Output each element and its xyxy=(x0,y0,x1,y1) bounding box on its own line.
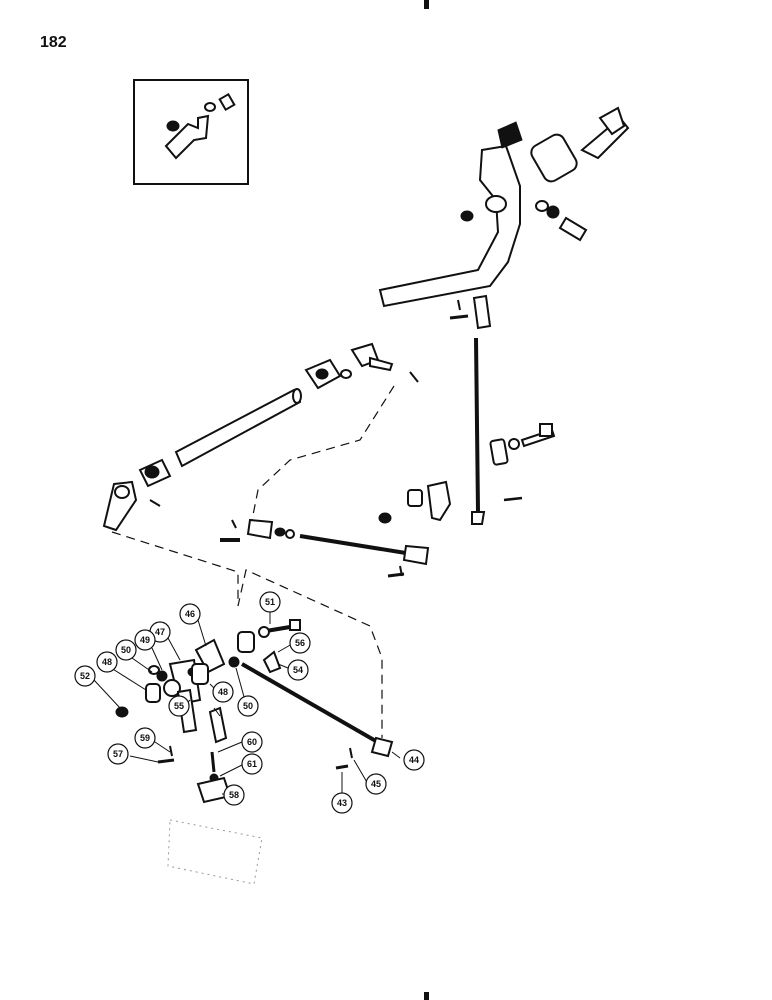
callout-59: 59 xyxy=(134,727,156,749)
callout-55: 55 xyxy=(168,695,190,717)
dashed-connection-lower xyxy=(111,531,383,738)
callout-45-label: 45 xyxy=(371,779,381,789)
callout-48-right: 48 xyxy=(212,681,234,703)
callout-58: 58 xyxy=(223,784,245,806)
callout-48-right-label: 48 xyxy=(218,687,228,697)
callout-45: 45 xyxy=(365,773,387,795)
callout-59-label: 59 xyxy=(140,733,150,743)
callout-50-left: 50 xyxy=(115,639,137,661)
callout-54: 54 xyxy=(287,659,309,681)
callout-49: 49 xyxy=(134,629,156,651)
page-number: 182 xyxy=(40,34,67,51)
callout-leaders xyxy=(93,608,401,800)
bottom-registration-mark xyxy=(424,992,429,1000)
callout-50-right: 50 xyxy=(237,695,259,717)
callout-58-label: 58 xyxy=(229,790,239,800)
callout-57: 57 xyxy=(107,743,129,765)
callout-47-label: 47 xyxy=(155,627,165,637)
callout-44: 44 xyxy=(403,749,425,771)
vertical-rod-assembly xyxy=(378,294,556,525)
callout-56: 56 xyxy=(289,632,311,654)
callout-52: 52 xyxy=(74,665,96,687)
callout-46-label: 46 xyxy=(185,609,195,619)
callout-60: 60 xyxy=(241,731,263,753)
callout-43: 43 xyxy=(331,792,353,814)
inset-detail xyxy=(133,79,249,185)
callout-48-left: 48 xyxy=(96,651,118,673)
callout-52-label: 52 xyxy=(80,671,90,681)
callout-48-left-label: 48 xyxy=(102,657,112,667)
pedal-lever-assembly xyxy=(378,106,630,308)
callout-61-label: 61 xyxy=(247,759,257,769)
callout-50-left-label: 50 xyxy=(121,645,131,655)
callout-51-label: 51 xyxy=(265,597,275,607)
callout-46: 46 xyxy=(179,603,201,625)
callout-51: 51 xyxy=(259,591,281,613)
callout-43-label: 43 xyxy=(337,798,347,808)
callout-49-label: 49 xyxy=(140,635,150,645)
callout-61: 61 xyxy=(241,753,263,775)
dashed-connection-upper xyxy=(251,385,395,521)
callout-56-label: 56 xyxy=(295,638,305,648)
top-registration-mark xyxy=(424,0,429,9)
callout-54-label: 54 xyxy=(293,665,303,675)
cross-shaft-assembly xyxy=(102,342,419,532)
link-rod-assembly xyxy=(220,518,430,578)
callout-60-label: 60 xyxy=(247,737,257,747)
callout-50-right-label: 50 xyxy=(243,701,253,711)
callout-55-label: 55 xyxy=(174,701,184,711)
callout-57-label: 57 xyxy=(113,749,123,759)
callout-44-label: 44 xyxy=(409,755,419,765)
